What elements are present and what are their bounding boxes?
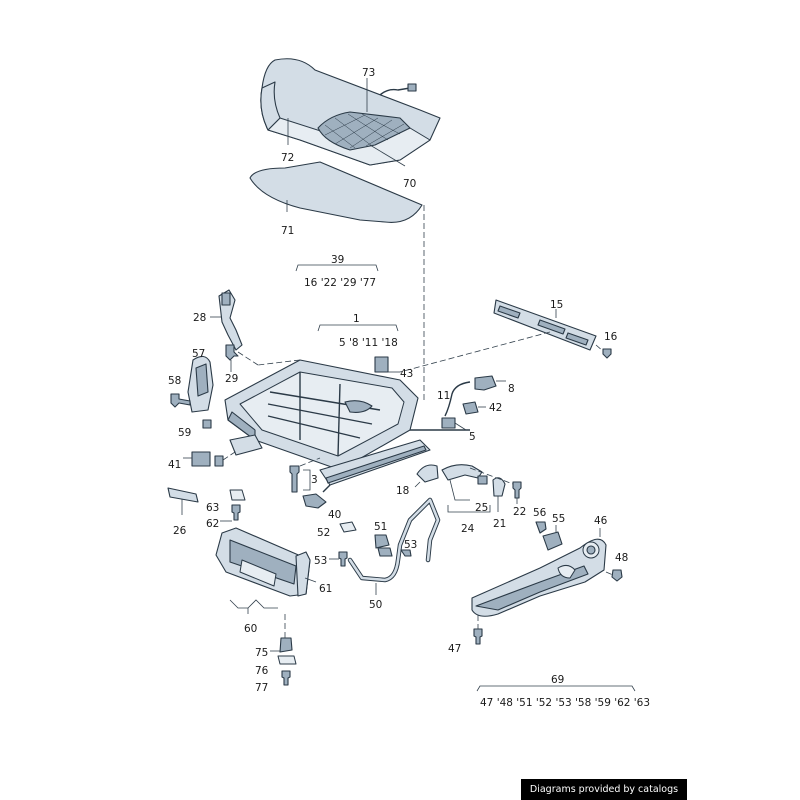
lever-25: [441, 464, 483, 481]
clip-55: [542, 531, 563, 551]
label-53-right: 53: [404, 539, 417, 551]
label-75: 75: [255, 647, 268, 659]
cable-11: [444, 381, 471, 417]
handle-8: [474, 375, 497, 391]
screw-58: [170, 393, 191, 408]
label-77: 77: [255, 682, 268, 694]
plate-63: [229, 489, 246, 501]
side-trim: [187, 355, 214, 413]
clip-5: [441, 417, 456, 429]
label-39: 39: [331, 254, 344, 266]
clip-42: [462, 401, 479, 415]
label-1: 1: [353, 313, 360, 325]
label-16: 16: [604, 331, 618, 343]
label-72: 72: [281, 152, 294, 164]
label-51: 51: [374, 521, 387, 533]
lever-26: [167, 487, 199, 503]
label-43: 43: [400, 368, 413, 380]
label-69: 69: [551, 674, 564, 686]
bracket-18: [416, 464, 439, 483]
label-28: 28: [193, 312, 206, 324]
label-73: 73: [362, 67, 375, 79]
label-41: 41: [168, 459, 181, 471]
label-50: 50: [369, 599, 382, 611]
label-71: 71: [281, 225, 294, 237]
label-11: 11: [437, 390, 450, 402]
label-59: 59: [178, 427, 191, 439]
rail-15: [493, 299, 597, 351]
label-61: 61: [319, 583, 332, 595]
label-15: 15: [550, 299, 563, 311]
clip-41: [191, 451, 211, 467]
group-39-parts: 16 '22 '29 '77: [304, 277, 376, 289]
label-63: 63: [206, 502, 219, 514]
bolt-29: [225, 344, 239, 361]
storage-tray-61: [215, 527, 311, 597]
plate-52: [339, 521, 357, 533]
label-47: 47: [448, 643, 461, 655]
label-3: 3: [311, 474, 318, 486]
label-24: 24: [461, 523, 475, 535]
clip-59: [202, 419, 212, 429]
label-70: 70: [403, 178, 416, 190]
label-5: 5: [469, 431, 476, 443]
label-8: 8: [508, 383, 515, 395]
screw-22: [512, 481, 522, 499]
screw-77: [281, 670, 291, 686]
label-26: 26: [173, 525, 187, 537]
label-55: 55: [552, 513, 565, 525]
seat-frame: [224, 359, 470, 493]
group-69-parts: 47 '48 '51 '52 '53 '58 '59 '62 '63: [480, 697, 650, 709]
label-57: 57: [192, 348, 205, 360]
credit-banner: Diagrams provided by catalogs parts: [521, 779, 687, 800]
label-58: 58: [168, 375, 181, 387]
clip-43: [374, 356, 389, 373]
seat-pad: [249, 161, 423, 223]
label-62: 62: [206, 518, 219, 530]
screw-48: [611, 569, 623, 582]
label-53-left: 53: [314, 555, 327, 567]
label-21: 21: [493, 518, 506, 530]
clip-51: [374, 534, 390, 549]
tube-50: [347, 497, 441, 583]
label-60: 60: [244, 623, 257, 635]
screw-56: [535, 521, 547, 534]
label-18: 18: [396, 485, 409, 497]
clip-21: [492, 477, 506, 497]
label-56: 56: [533, 507, 547, 519]
belt-buckle: [218, 289, 243, 351]
screw-53-left: [338, 551, 348, 567]
label-48: 48: [615, 552, 628, 564]
screw-62: [231, 504, 241, 521]
label-29: 29: [225, 373, 238, 385]
cushion-mesh: [324, 113, 405, 149]
label-46: 46: [594, 515, 608, 527]
screw-53-right: [400, 549, 412, 557]
clip-75: [279, 637, 293, 653]
label-42: 42: [489, 402, 502, 414]
label-76: 76: [255, 665, 269, 677]
group-1-parts: 5 '8 '11 '18: [339, 337, 398, 349]
screw-16: [602, 348, 612, 359]
label-52: 52: [317, 527, 330, 539]
screw-47: [473, 628, 483, 645]
label-22: 22: [513, 506, 526, 518]
seat-cushion: [260, 58, 441, 166]
label-40: 40: [328, 509, 341, 521]
bolt-3: [289, 465, 300, 493]
side-panel-46: [471, 538, 607, 617]
label-25: 25: [475, 502, 488, 514]
clip-40: [302, 493, 327, 509]
plate-76: [277, 655, 297, 665]
